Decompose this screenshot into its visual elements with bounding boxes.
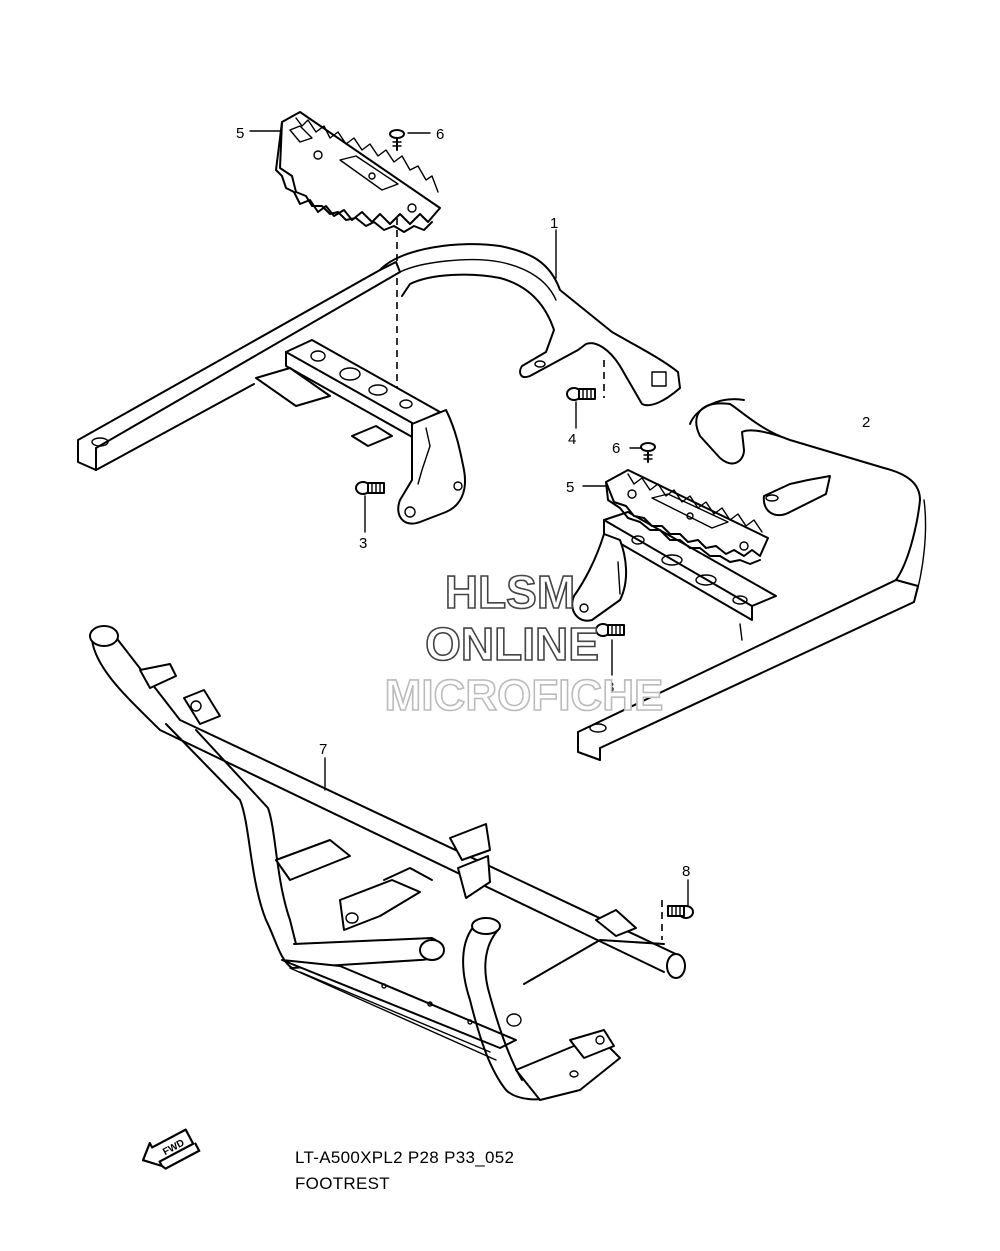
callout-3-right: 3 xyxy=(606,679,614,696)
screw-6-right xyxy=(640,442,656,463)
front-guard xyxy=(89,625,686,1101)
bolt-3-left xyxy=(355,481,385,495)
callout-8: 8 xyxy=(682,863,690,880)
callout-6-right: 6 xyxy=(612,440,620,457)
watermark-line-2: ONLINE xyxy=(425,618,599,670)
footrest-plate-right xyxy=(605,469,769,565)
callout-7: 7 xyxy=(319,741,327,758)
callout-1: 1 xyxy=(550,215,558,232)
watermark-line-1: HLSM xyxy=(445,566,575,618)
footrest-plate-left xyxy=(275,111,441,233)
leader-lines xyxy=(249,130,689,906)
watermark: HLSM ONLINE MICROFICHE xyxy=(384,565,664,721)
bolt-8 xyxy=(667,905,694,919)
callout-2: 2 xyxy=(862,414,870,431)
screw-6-top xyxy=(389,129,405,151)
diagram-code: LT-A500XPL2 P28 P33_052 xyxy=(295,1148,515,1167)
fwd-badge: FWD xyxy=(141,1128,201,1170)
watermark-line-3: MICROFICHE xyxy=(385,671,664,720)
footrest-frame-right xyxy=(571,398,927,761)
fwd-arrow-icon xyxy=(141,1128,195,1168)
diagram-title: FOOTREST xyxy=(295,1174,390,1193)
callout-6-top: 6 xyxy=(436,126,444,143)
callout-labels: 5 6 1 2 4 6 5 3 3 7 8 xyxy=(236,125,870,880)
callout-3-left: 3 xyxy=(359,535,367,552)
callout-5-top: 5 xyxy=(236,125,244,142)
bolt-4 xyxy=(566,387,596,401)
callout-4: 4 xyxy=(568,431,576,448)
footrest-frame-left xyxy=(77,243,681,525)
callout-5-right: 5 xyxy=(566,479,574,496)
bolt-3-right xyxy=(595,623,625,637)
